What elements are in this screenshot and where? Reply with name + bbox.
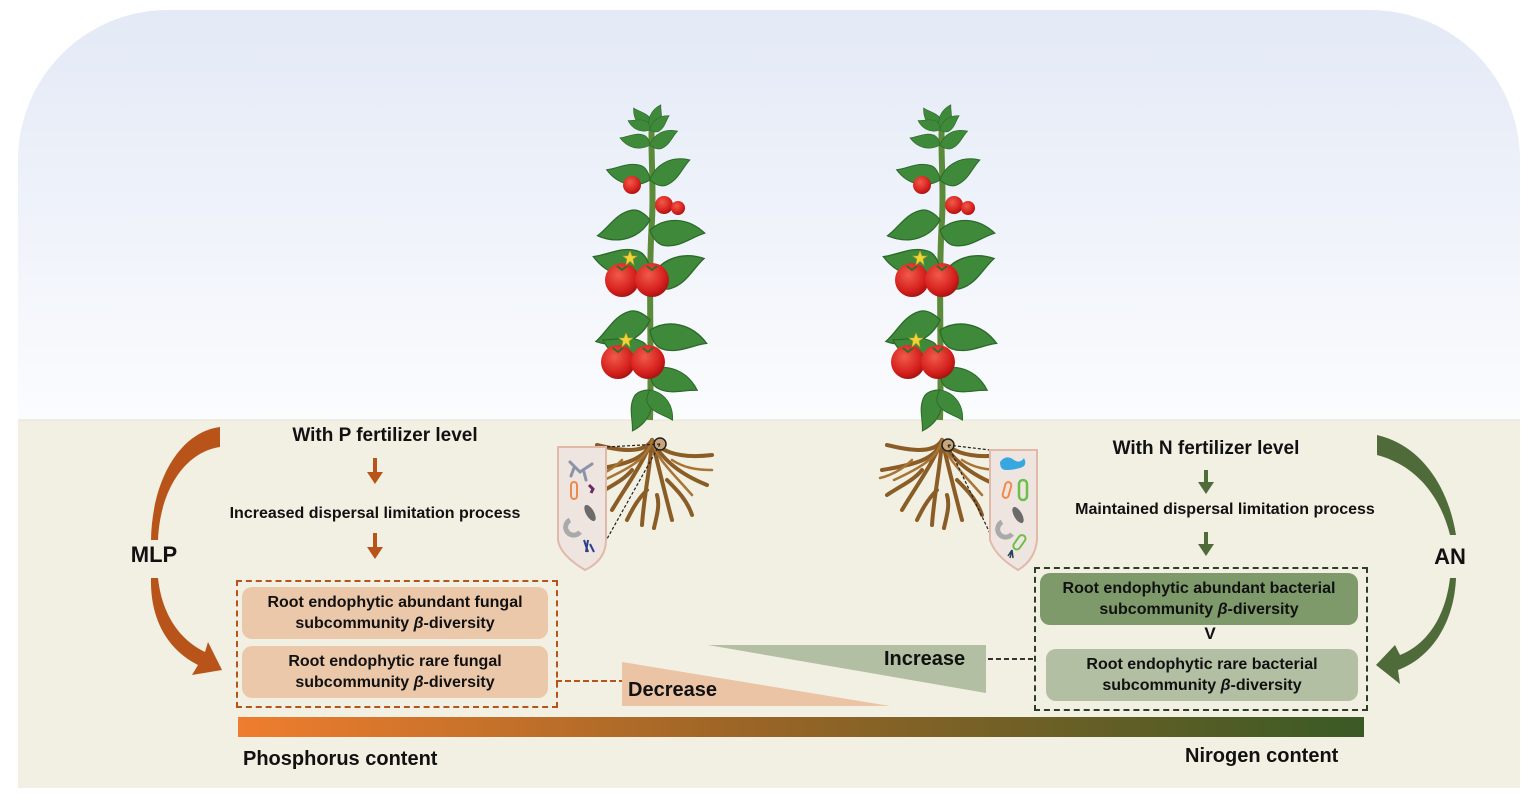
root-endophyte-callout-left [557,437,667,572]
comparison-symbol: V [1204,624,1216,643]
fungal-group-frame [236,580,558,708]
bacterial-abundant-line2: subcommunity β-diversity [1099,601,1299,618]
nitrogen-content-label: Nirogen content [1185,745,1339,767]
bacterial-group-frame [1034,567,1368,711]
decrease-wedge [622,662,890,706]
bacterial-abundant-box: Root endophytic abundant bacterial subco… [1040,573,1358,625]
nutrient-gradient-bar [238,717,1364,737]
fungal-rare-box: Root endophytic rare fungal subcommunity… [242,646,548,698]
root-endophyte-callout-right [941,438,1038,572]
arrow-down-right-2 [1198,532,1214,556]
bacterial-abundant-line1: Root endophytic abundant bacterial [1062,580,1336,597]
fungal-abundant-line1: Root endophytic abundant fungal [267,594,523,611]
fungal-rare-line2: subcommunity β-diversity [295,674,495,691]
arrow-down-left-2 [367,533,383,559]
fungal-abundant-line2: subcommunity β-diversity [295,615,495,632]
arrow-down-left-1 [367,458,383,484]
phosphorus-content-label: Phosphorus content [243,748,438,770]
p-fertilizer-header: With P fertilizer level [292,425,478,446]
mlp-cycle-arrow [150,427,222,675]
an-label: AN [1434,544,1466,569]
bacterial-rare-box: Root endophytic rare bacterial subcommun… [1046,649,1358,701]
fungal-abundant-box: Root endophytic abundant fungal subcommu… [242,587,548,639]
n-fertilizer-header: With N fertilizer level [1112,438,1300,459]
decrease-label: Decrease [628,679,717,701]
bacterial-rare-line1: Root endophytic rare bacterial [1086,656,1318,673]
mlp-label: MLP [130,542,178,567]
an-cycle-arrow [1376,435,1456,684]
increase-wedge [708,645,986,693]
fungal-rare-line1: Root endophytic rare fungal [288,653,502,670]
p-process-label: Increased dispersal limitation process [229,505,521,522]
arrow-down-right-1 [1198,470,1214,494]
increase-label: Increase [884,648,966,670]
n-process-label: Maintained dispersal limitation process [1075,501,1375,518]
sky-background [18,10,1520,420]
bacterial-rare-line2: subcommunity β-diversity [1102,677,1302,694]
